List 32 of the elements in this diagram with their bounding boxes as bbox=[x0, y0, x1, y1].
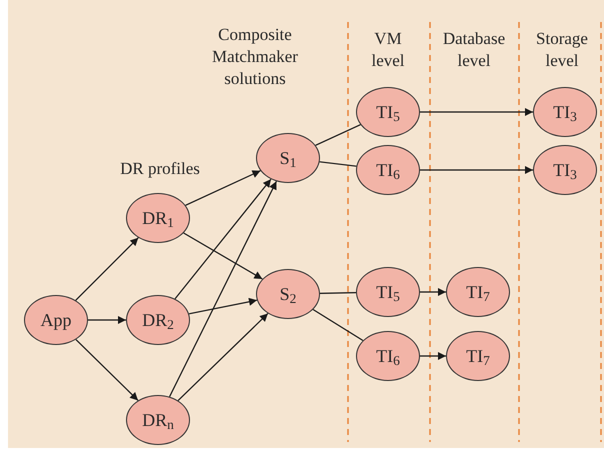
node-label: S$_{2}$ bbox=[280, 285, 296, 303]
column-heading: DR profiles bbox=[119, 158, 201, 180]
arrow bbox=[76, 339, 138, 401]
arrow bbox=[75, 237, 139, 301]
node-label: S$_{1}$ bbox=[280, 149, 296, 167]
node-label: TI$_{7}$ bbox=[466, 283, 490, 301]
column-heading: Storage level bbox=[535, 28, 589, 72]
node-label: TI$_{3}$ bbox=[553, 161, 577, 179]
arrow bbox=[88, 316, 126, 324]
arrow bbox=[420, 108, 533, 116]
node-label: TI$_{7}$ bbox=[466, 347, 490, 365]
node-label: DR$_{1}$ bbox=[142, 209, 174, 227]
node-label: TI$_{5}$ bbox=[376, 103, 400, 121]
arrow bbox=[174, 178, 272, 300]
arrow bbox=[178, 313, 268, 401]
arrow bbox=[169, 181, 277, 397]
arrow bbox=[420, 288, 446, 296]
column-heading: VM level bbox=[370, 28, 406, 72]
node-label: TI$_{6}$ bbox=[376, 347, 400, 365]
column-heading: Composite Matchmaker solutions bbox=[211, 24, 299, 90]
arrow bbox=[420, 352, 446, 360]
arrow bbox=[420, 166, 533, 174]
arrow bbox=[188, 298, 258, 314]
node-label: DR$_{n}$ bbox=[142, 411, 174, 429]
node-label: App bbox=[40, 311, 72, 329]
node-label: TI$_{5}$ bbox=[376, 283, 400, 301]
column-heading: Database level bbox=[442, 28, 506, 72]
arrow bbox=[183, 232, 263, 280]
node-label: TI$_{6}$ bbox=[376, 161, 400, 179]
node-label: DR$_{2}$ bbox=[142, 311, 174, 329]
arrow bbox=[185, 170, 261, 206]
node-label: TI$_{3}$ bbox=[553, 103, 577, 121]
